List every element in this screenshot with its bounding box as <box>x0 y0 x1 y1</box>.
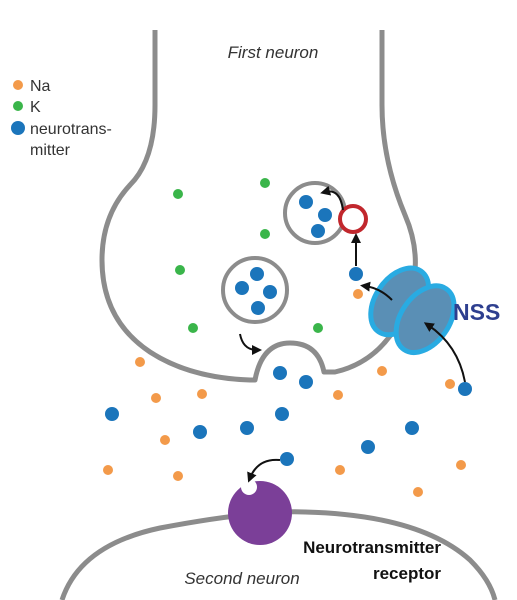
neurotransmitter-molecule <box>193 425 207 439</box>
k-ion <box>313 323 323 333</box>
neurotransmitter-molecule <box>311 224 325 238</box>
na-ion <box>197 389 207 399</box>
na-ion <box>445 379 455 389</box>
arrow-ring-to-vesicle <box>320 185 344 211</box>
neurotransmitter-molecule <box>299 375 313 389</box>
neurotransmitter-molecule <box>318 208 332 222</box>
arrow-vesicle-fusion <box>239 333 262 355</box>
k-ion <box>173 189 183 199</box>
na-ion <box>413 487 423 497</box>
neurotransmitter-molecule <box>240 421 254 435</box>
neurotransmitter-molecule <box>275 407 289 421</box>
nss-transporter <box>368 265 457 355</box>
legend-k-label: K <box>30 99 41 116</box>
receptor-label-line1: Neurotransmitter <box>303 538 441 557</box>
neurotransmitter-receptor <box>228 479 292 545</box>
recycling-ring <box>338 204 368 234</box>
na-ion <box>151 393 161 403</box>
k-ion <box>188 323 198 333</box>
k-ion <box>260 229 270 239</box>
k-ion <box>175 265 185 275</box>
first-neuron-label: First neuron <box>228 43 319 62</box>
k-ion <box>260 178 270 188</box>
na-ion <box>335 465 345 475</box>
neurotransmitter-molecule <box>105 407 119 421</box>
vesicle-lower <box>221 256 289 324</box>
legend-na-label: Na <box>30 78 51 95</box>
neurotransmitter-molecule <box>250 267 264 281</box>
na-ion <box>456 460 466 470</box>
na-ion <box>135 357 145 367</box>
arrow-nss-to-nt <box>360 281 393 301</box>
neurotransmitter-molecule <box>273 366 287 380</box>
legend: Na K neurotrans- mitter <box>11 78 112 159</box>
neurotransmitter-molecule <box>349 267 363 281</box>
first-neuron-membrane <box>99 30 418 383</box>
legend-na-dot <box>13 80 23 90</box>
neurotransmitter-molecule <box>405 421 419 435</box>
neurotransmitter-molecule <box>280 452 294 466</box>
na-ion <box>103 465 113 475</box>
neurotransmitter-molecule <box>299 195 313 209</box>
neurotransmitter-molecule <box>458 382 472 396</box>
nss-label: NSS <box>453 299 500 325</box>
legend-neurotransmitter-label: neurotrans- <box>30 121 112 138</box>
second-neuron-label: Second neuron <box>184 569 299 588</box>
na-ion <box>353 289 363 299</box>
legend-neurotransmitter-dot <box>11 121 25 135</box>
neurotransmitter-molecule <box>235 281 249 295</box>
arrow-cleft-to-nss <box>423 322 466 383</box>
legend-neurotransmitter-label-2: mitter <box>30 142 71 159</box>
receptor-label-line2: receptor <box>373 564 441 583</box>
particles <box>103 178 472 497</box>
legend-k-dot <box>13 101 23 111</box>
na-ion <box>333 390 343 400</box>
na-ion <box>173 471 183 481</box>
neurotransmitter-molecule <box>263 285 277 299</box>
arrow-to-receptor <box>247 458 281 483</box>
na-ion <box>377 366 387 376</box>
second-neuron-membrane <box>59 509 498 600</box>
neurotransmitter-molecule <box>251 301 265 315</box>
neurotransmitter-molecule <box>361 440 375 454</box>
na-ion <box>160 435 170 445</box>
